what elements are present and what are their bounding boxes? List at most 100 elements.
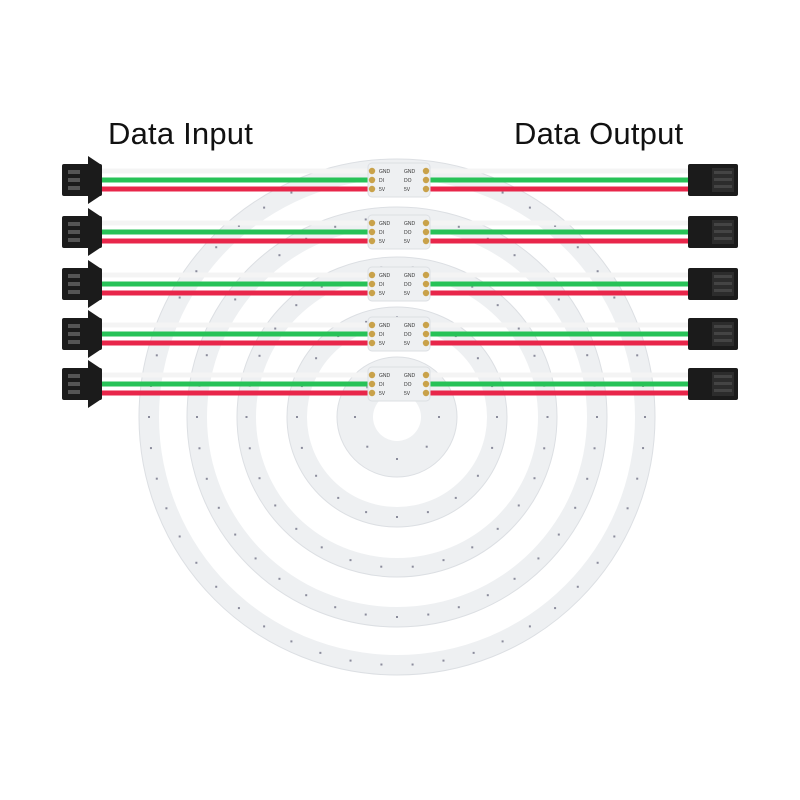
led-dot bbox=[554, 607, 557, 610]
connector-pin-slot bbox=[68, 340, 80, 344]
led-dot bbox=[496, 304, 499, 307]
led-dot bbox=[319, 651, 322, 654]
pad-label-right: 5V bbox=[404, 239, 411, 245]
solder-pad bbox=[368, 228, 376, 236]
solder-tab bbox=[367, 214, 431, 250]
solder-pad bbox=[422, 389, 430, 397]
connector-pin-slot bbox=[68, 170, 80, 174]
led-dot bbox=[576, 246, 579, 249]
connector-pin-slot bbox=[68, 374, 80, 378]
connector-clip bbox=[88, 260, 100, 268]
solder-pad bbox=[368, 380, 376, 388]
connector-pin-slot bbox=[68, 282, 80, 286]
led-dot bbox=[636, 354, 639, 357]
connector-rib bbox=[714, 185, 732, 188]
connector-rib bbox=[714, 382, 732, 385]
solder-pad bbox=[368, 321, 376, 329]
led-dot bbox=[557, 533, 560, 536]
led-dot bbox=[476, 474, 479, 477]
led-dot bbox=[237, 607, 240, 610]
pad-label-left: 5V bbox=[379, 291, 386, 297]
connector-rib bbox=[714, 332, 732, 335]
connector-pin-slot bbox=[68, 274, 80, 278]
led-dot bbox=[155, 354, 158, 357]
solder-pad bbox=[422, 339, 430, 347]
solder-pad bbox=[368, 339, 376, 347]
led-dot bbox=[234, 533, 237, 536]
connector-clip bbox=[88, 248, 100, 256]
led-dot bbox=[263, 625, 266, 628]
solder-pad bbox=[368, 176, 376, 184]
connector-rib bbox=[714, 237, 732, 240]
solder-pad bbox=[422, 380, 430, 388]
led-dot bbox=[320, 546, 323, 549]
pad-label-left: DI bbox=[379, 382, 384, 388]
connector-clip bbox=[88, 360, 100, 368]
led-dot bbox=[155, 477, 158, 480]
led-dot bbox=[496, 416, 498, 418]
led-dot bbox=[274, 327, 277, 330]
led-dot bbox=[554, 224, 557, 227]
connector-rib bbox=[714, 275, 732, 278]
solder-pad bbox=[422, 167, 430, 175]
solder-pad bbox=[368, 185, 376, 193]
pad-label-left: DI bbox=[379, 178, 384, 184]
led-dot bbox=[501, 640, 504, 643]
led-dot bbox=[215, 585, 218, 588]
connector-rib bbox=[714, 289, 732, 292]
solder-pad bbox=[422, 185, 430, 193]
led-dot bbox=[178, 535, 181, 538]
solder-pad bbox=[368, 371, 376, 379]
connector-rib bbox=[714, 282, 732, 285]
solder-pad bbox=[422, 176, 430, 184]
connector-pin-slot bbox=[68, 230, 80, 234]
pad-label-right: 5V bbox=[404, 187, 411, 193]
led-dot bbox=[274, 504, 277, 507]
connector-pin-slot bbox=[68, 332, 80, 336]
led-rings bbox=[138, 158, 656, 676]
led-dot bbox=[334, 606, 337, 609]
led-dot bbox=[365, 511, 368, 514]
connector-rib bbox=[714, 178, 732, 181]
led-dot bbox=[205, 477, 208, 480]
pad-label-left: GND bbox=[379, 273, 391, 279]
led-dot bbox=[476, 357, 479, 360]
led-dot bbox=[596, 270, 599, 273]
led-dot bbox=[295, 527, 298, 530]
led-dot bbox=[396, 458, 398, 460]
connector-clip bbox=[88, 156, 100, 164]
led-dot bbox=[626, 507, 629, 510]
led-dot bbox=[354, 416, 356, 418]
pad-label-right: 5V bbox=[404, 291, 411, 297]
connector-pin-slot bbox=[68, 238, 80, 242]
led-dot bbox=[396, 616, 398, 618]
solder-pad bbox=[368, 237, 376, 245]
pad-label-left: DI bbox=[379, 332, 384, 338]
led-dot bbox=[263, 206, 266, 209]
solder-pad bbox=[368, 389, 376, 397]
solder-pad bbox=[368, 271, 376, 279]
pad-label-left: 5V bbox=[379, 239, 386, 245]
led-dot bbox=[365, 320, 368, 323]
led-dot bbox=[528, 625, 531, 628]
led-dot bbox=[396, 516, 398, 518]
solder-tab bbox=[367, 266, 431, 302]
led-dot bbox=[644, 416, 646, 418]
led-dot bbox=[205, 354, 208, 357]
led-dot bbox=[501, 191, 504, 194]
pad-label-left: GND bbox=[379, 373, 391, 379]
solder-pad bbox=[422, 237, 430, 245]
led-dot bbox=[320, 285, 323, 288]
led-dot bbox=[258, 354, 261, 357]
led-dot bbox=[472, 651, 475, 654]
solder-tab bbox=[367, 162, 431, 198]
pad-label-left: DI bbox=[379, 282, 384, 288]
led-dot bbox=[425, 445, 428, 448]
led-dot bbox=[364, 613, 367, 616]
connector-pin-slot bbox=[68, 390, 80, 394]
pad-label-right: GND bbox=[404, 323, 416, 329]
solder-pad bbox=[422, 228, 430, 236]
pad-label-left: GND bbox=[379, 221, 391, 227]
